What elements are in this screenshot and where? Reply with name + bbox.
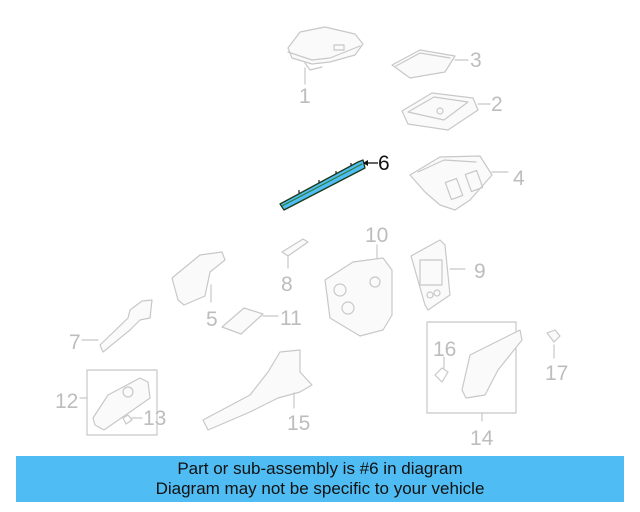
callout-14[interactable]: 14 <box>470 427 494 450</box>
part-14-group-box[interactable] <box>426 321 523 422</box>
part-9-radio-bezel[interactable] <box>410 239 466 311</box>
part-11-pad[interactable] <box>221 307 279 335</box>
part-10-bracket[interactable] <box>324 244 393 337</box>
callout-17[interactable]: 17 <box>545 362 569 385</box>
callout-5[interactable]: 5 <box>206 308 218 331</box>
callout-9[interactable]: 9 <box>474 260 486 283</box>
callout-1[interactable]: 1 <box>299 85 311 108</box>
callout-10[interactable]: 10 <box>365 224 389 247</box>
callout-16[interactable]: 16 <box>433 338 457 361</box>
callout-8[interactable]: 8 <box>281 273 293 296</box>
part-info-banner: Part or sub-assembly is #6 in diagram Di… <box>16 456 624 502</box>
callout-11[interactable]: 11 <box>280 307 302 330</box>
part-5-side-panel[interactable] <box>171 251 226 306</box>
callout-3[interactable]: 3 <box>470 49 482 72</box>
part-8-switch[interactable] <box>281 238 309 269</box>
callout-2[interactable]: 2 <box>491 93 503 116</box>
part-6-highlighted-molding[interactable] <box>279 159 378 211</box>
part-1-console-lid[interactable] <box>287 26 364 85</box>
part-12-group-box[interactable] <box>79 369 158 436</box>
callout-13[interactable]: 13 <box>143 407 167 430</box>
part-4-center-bezel[interactable] <box>409 155 509 211</box>
callout-4[interactable]: 4 <box>513 167 525 190</box>
callout-7[interactable]: 7 <box>69 331 81 354</box>
part-7-trim[interactable] <box>81 299 153 353</box>
banner-line-part: Part or sub-assembly is #6 in diagram <box>177 459 463 478</box>
callout-15[interactable]: 15 <box>287 412 311 435</box>
part-3-mat[interactable] <box>391 49 469 79</box>
part-2-tray[interactable] <box>401 92 491 131</box>
banner-line-disclaimer: Diagram may not be specific to your vehi… <box>155 479 485 498</box>
callout-6[interactable]: 6 <box>378 152 390 175</box>
part-15-lower-trim[interactable] <box>202 349 313 431</box>
callout-12[interactable]: 12 <box>55 390 79 413</box>
part-17-clip[interactable] <box>546 329 561 359</box>
